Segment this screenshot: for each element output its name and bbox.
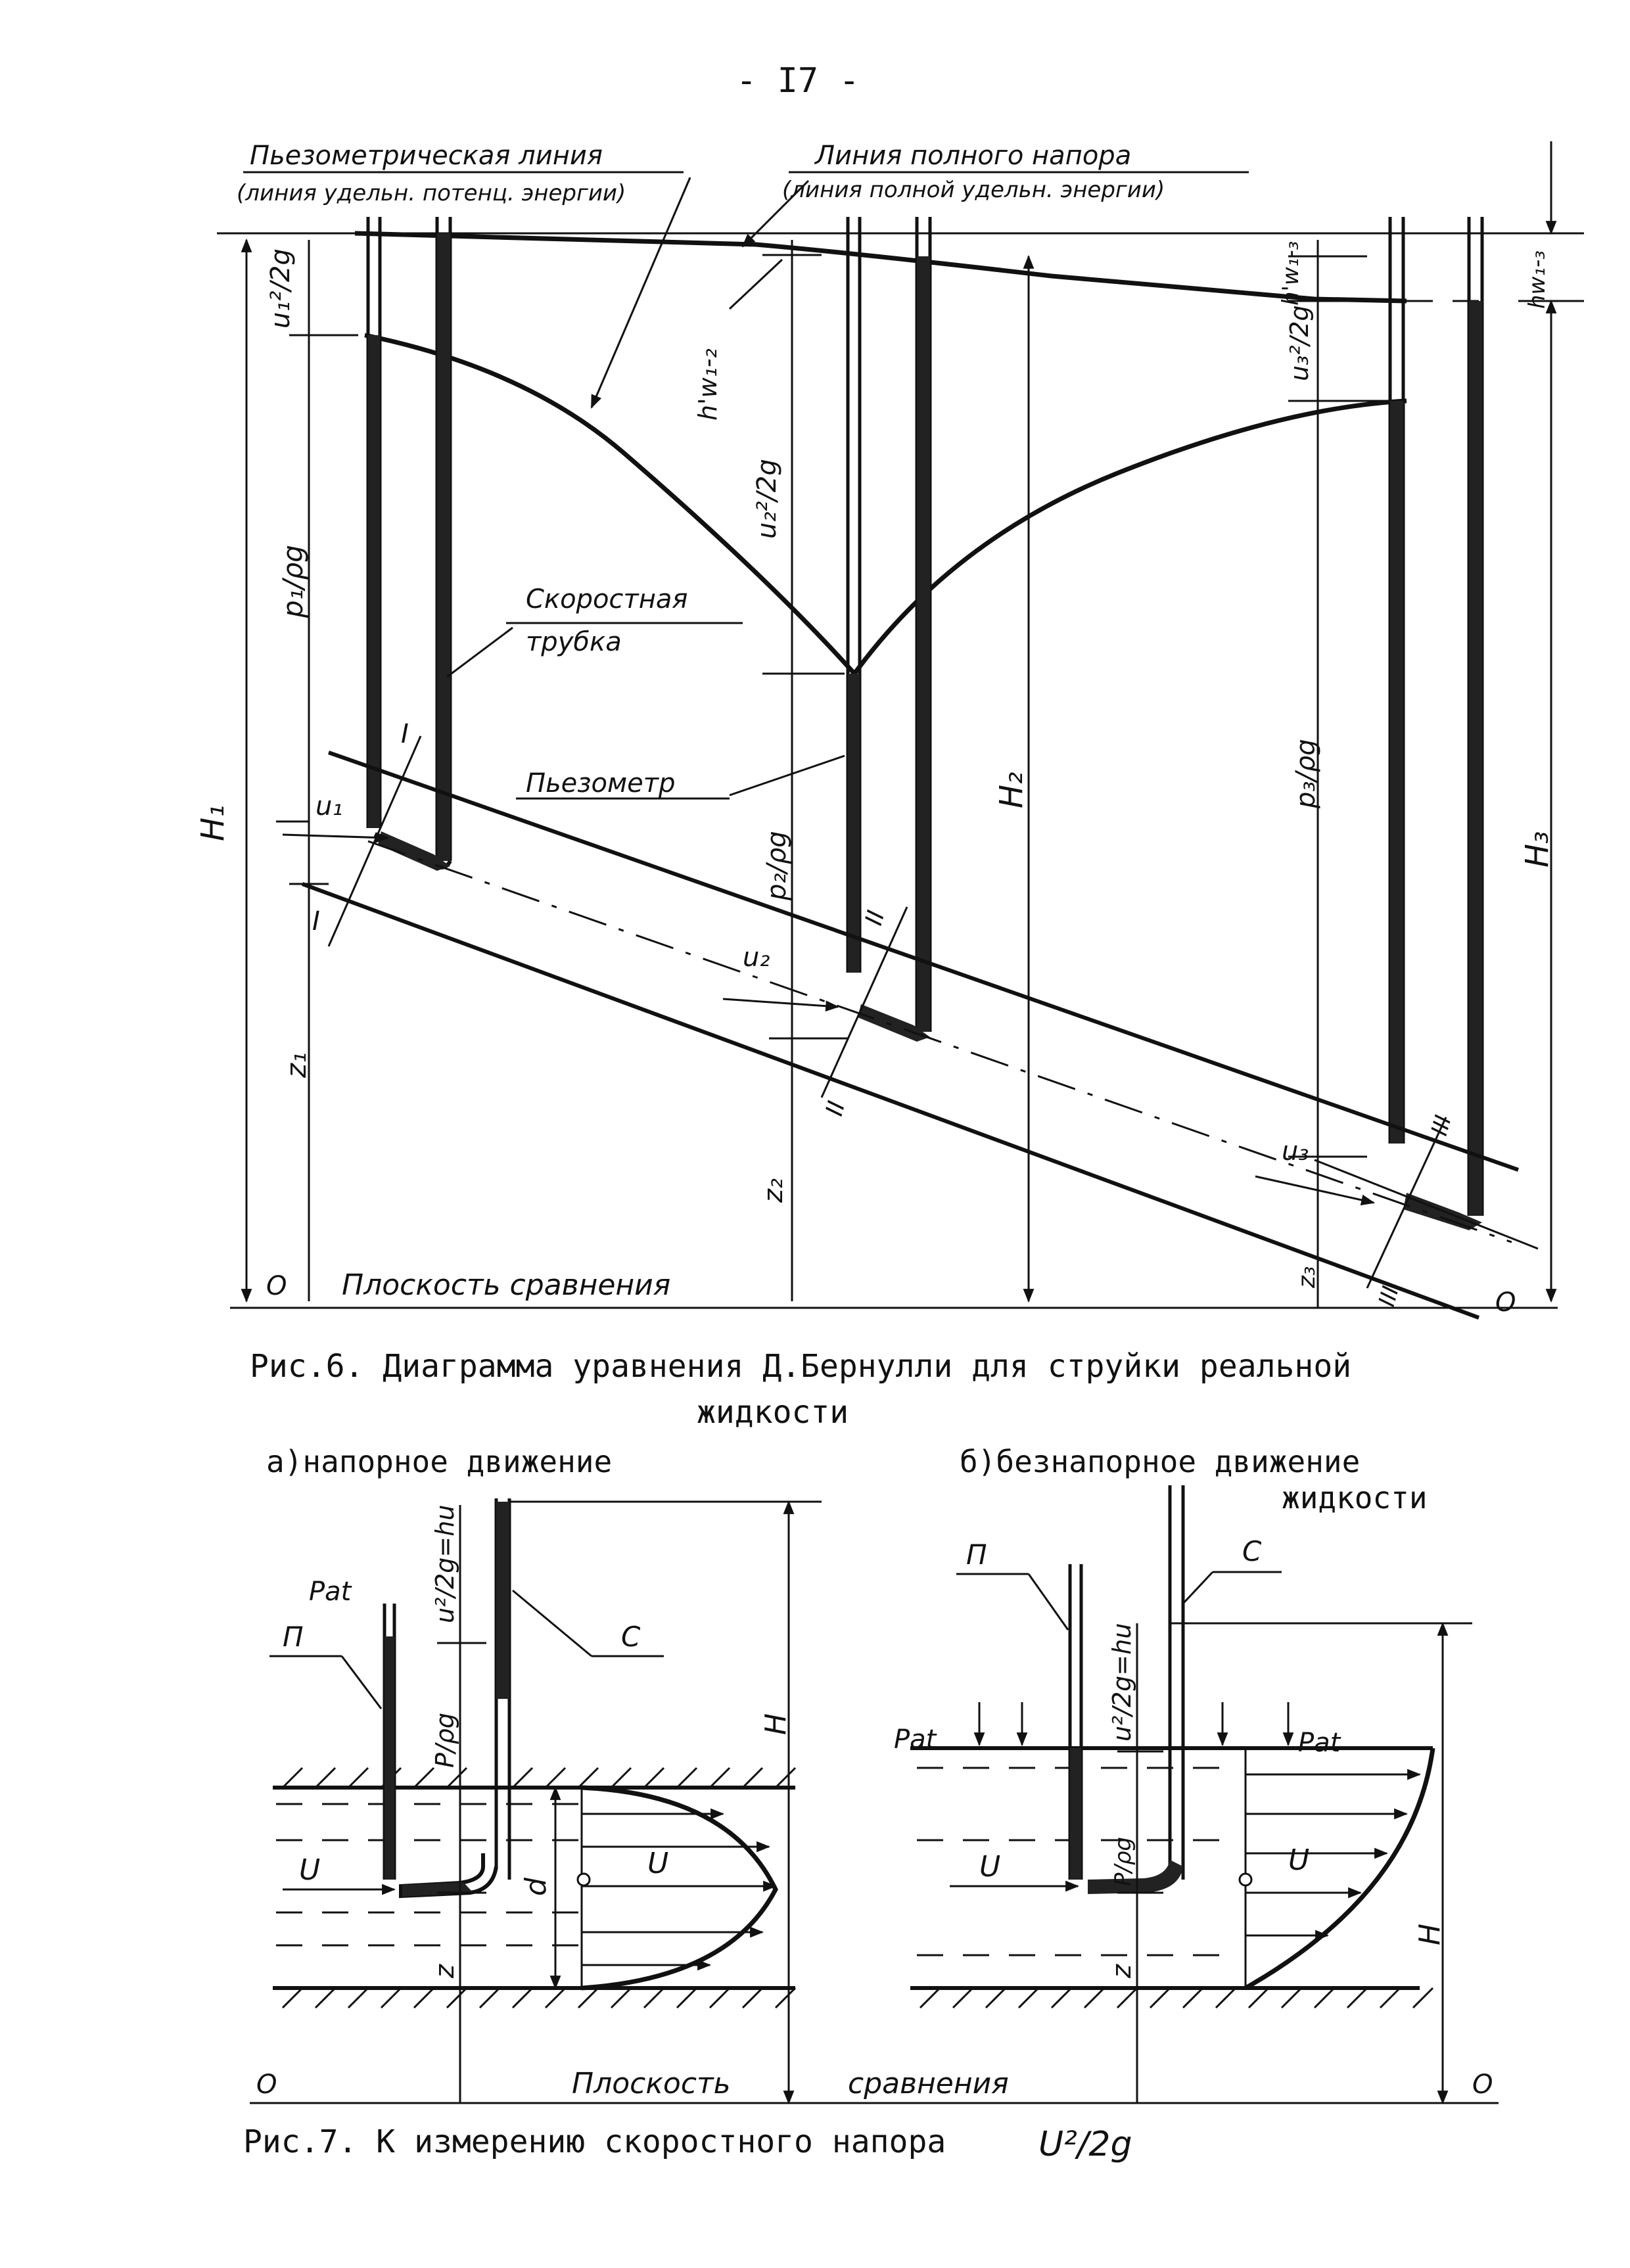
section-III-top: III xyxy=(1426,1113,1456,1138)
7b-label-patm-right: Pat xyxy=(1298,1728,1341,1758)
7a-dim-d: d xyxy=(519,1877,553,1896)
7b-dim-z: z xyxy=(1107,1964,1137,1979)
7a-dim-u2g: u²/2g=hu xyxy=(431,1505,459,1623)
section-I-top: I xyxy=(401,719,409,749)
label-velocity-tube-2: трубка xyxy=(526,627,622,657)
figure-7a-title: а)напорное движение xyxy=(266,1444,612,1479)
figure-7b-title-1: б)безнапорное движение xyxy=(960,1444,1360,1479)
7a-dim-z: z xyxy=(430,1964,460,1979)
figure-7: а)напорное движение б)безнапорное движен… xyxy=(243,1444,1499,2164)
7b-label-C: C xyxy=(1242,1535,1262,1567)
7-plane-O-left: O xyxy=(256,2070,277,2100)
plane-O-right: O xyxy=(1495,1287,1516,1318)
figure-6-caption-line-1: Рис.6. Диаграмма уравнения Д.Бернулли дл… xyxy=(250,1348,1351,1385)
label-velocity-tube-1: Скоростная xyxy=(526,584,687,614)
dim-u3-2g: u₃²/2g xyxy=(1285,305,1314,381)
dim-z1: z₁ xyxy=(280,1052,312,1078)
7a-dim-H: H xyxy=(759,1713,793,1735)
label-piezometric-line: Пьезометрическая линия xyxy=(250,141,603,171)
7-plane-label-2: сравнения xyxy=(848,2067,1009,2100)
dim-H1: H₁ xyxy=(195,805,231,841)
section-II-top: II xyxy=(860,908,890,928)
label-piezometer: Пьезометр xyxy=(526,768,675,798)
dim-hw13-b: hw₁-₃ xyxy=(1524,250,1550,309)
plane-O-left: O xyxy=(266,1271,287,1301)
figure-7-caption-formula: U²/2g xyxy=(1038,2125,1132,2164)
section-I-bottom: I xyxy=(312,906,320,937)
section-II-bottom: II xyxy=(821,1098,850,1119)
dim-p1: p₁/ρg xyxy=(277,545,309,618)
7b-label-patm-left: Pat xyxy=(894,1724,937,1755)
dim-hw12: h'w₁-₂ xyxy=(693,348,722,421)
7a-velocity-U-left: U xyxy=(299,1853,320,1887)
dim-H2: H₂ xyxy=(993,772,1030,808)
7a-label-P: П xyxy=(283,1621,304,1653)
dim-p2: p₂/ρg xyxy=(762,831,792,901)
figure-7b-title-2: жидкости xyxy=(1282,1480,1428,1516)
7b-dim-u2g: u²/2g=hu xyxy=(1107,1623,1136,1742)
velocity-u1: u₁ xyxy=(315,791,342,822)
7a-label-C: C xyxy=(621,1621,641,1653)
label-total-head-line: Линия полного напора xyxy=(814,141,1131,171)
7a-dim-p: P/ρg xyxy=(431,1713,459,1768)
velocity-u2: u₂ xyxy=(743,942,770,973)
label-total-head-line-sub: (линия полной удельн. энергии) xyxy=(782,177,1165,203)
figure-6: Пьезометрическая линия (линия удельн. по… xyxy=(195,141,1584,1431)
7b-dim-p: P/ρg xyxy=(1110,1837,1136,1886)
dim-H3: H₃ xyxy=(1519,831,1556,868)
7b-dim-H: H xyxy=(1413,1924,1447,1945)
figure-7-caption: Рис.7. К измерению скоростного напора xyxy=(243,2123,946,2160)
velocity-u3: u₃ xyxy=(1282,1136,1309,1167)
dim-u2-2g: u₂²/2g xyxy=(752,459,782,539)
plane-label: Плоскость сравнения xyxy=(342,1268,670,1302)
dim-z3: z₃ xyxy=(1293,1266,1320,1289)
7-plane-O-right: O xyxy=(1472,2070,1493,2100)
dim-hw13-a: h'w₁-₃ xyxy=(1278,241,1304,306)
7b-velocity-U-left: U xyxy=(979,1850,1000,1884)
7a-velocity-U-profile: U xyxy=(647,1847,668,1880)
dim-z2: z₂ xyxy=(758,1178,789,1203)
7-plane-label-1: Плоскость xyxy=(572,2067,731,2100)
7b-label-P: П xyxy=(966,1539,987,1571)
figure-6-caption-line-2: жидкости xyxy=(697,1394,849,1431)
7a-label-patm: Pat xyxy=(309,1577,352,1607)
7b-velocity-U-profile: U xyxy=(1288,1843,1309,1877)
dim-p3: p₃/ρg xyxy=(1291,739,1321,809)
page-number: - I7 - xyxy=(736,61,860,101)
label-piezometric-line-sub: (линия удельн. потенц. энергии) xyxy=(237,180,626,206)
dim-u1-2g: u₁²/2g xyxy=(266,248,296,329)
